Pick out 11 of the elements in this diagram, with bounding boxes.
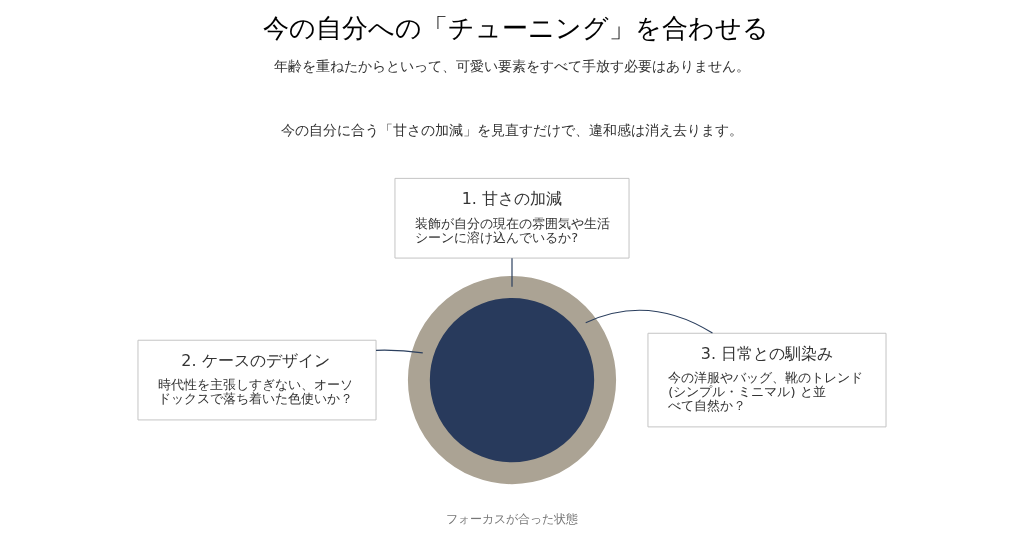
connector	[375, 349, 424, 354]
node-box: 1. 甘さの加減 装飾が自分の現在の雰囲気や生活シーンに溶け込んでいるか?	[394, 177, 630, 259]
connector	[511, 257, 513, 288]
label: 年齢を重ねたからといって、可愛い要素をすべて手放す必要はありません。	[274, 57, 750, 74]
node-label: フォーカスが合った状態	[446, 512, 578, 527]
node-box: 3. 日常との馴染み 今の洋服やバッグ、靴のトレンド (シンプル・ミニマル) と並べて自然か？	[647, 332, 887, 428]
node-circle	[407, 276, 617, 485]
node-box: 2. ケースのデザイン 時代性を主張しすぎない、オーソドックスで落ち着いた色使いか？	[137, 339, 377, 421]
diagram-title: 今の自分への「チューニング」を合わせる	[263, 12, 770, 43]
connector	[585, 309, 714, 334]
label: 今の自分に合う「甘さの加減」を見直すだけで、違和感は消え去ります。	[281, 122, 743, 139]
